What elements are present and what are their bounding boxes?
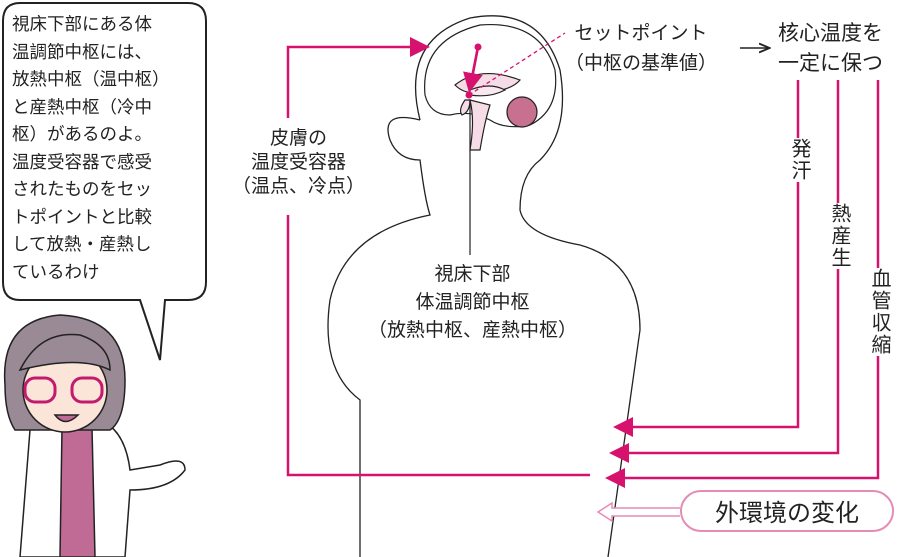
body-silhouette (327, 15, 641, 557)
brain-illustration (424, 23, 557, 151)
hollow-arrow (596, 501, 680, 523)
speech-bubble (1, 1, 207, 361)
sweating-label: 発汗 (786, 138, 815, 182)
skin-to-brain-line (286, 37, 590, 477)
skin-receptor-label: 皮膚の 温度受容器 （温点、冷点） (232, 126, 366, 198)
speech-bubble-text: 視床下部にある体 温調節中枢には、 放熱中枢（温中枢） と産熱中枢（冷中 枢）が… (12, 15, 170, 283)
doctor-character (3, 314, 186, 557)
effector-lines (605, 80, 880, 488)
external-change-label: 外環境の変化 (680, 490, 894, 532)
heat-production-label: 熱産生 (826, 203, 855, 269)
hypothalamus-label: 視床下部 体温調節中枢 （放熱中枢、産熱中枢） (368, 263, 578, 341)
setpoint-dashed-line (468, 32, 566, 96)
core-temperature-label: 核心温度を 一定に保つ (778, 21, 883, 75)
vasoconstriction-label: 血管収縮 (866, 268, 895, 356)
set-point-label: セットポイント （中枢の基準値） (565, 22, 718, 74)
